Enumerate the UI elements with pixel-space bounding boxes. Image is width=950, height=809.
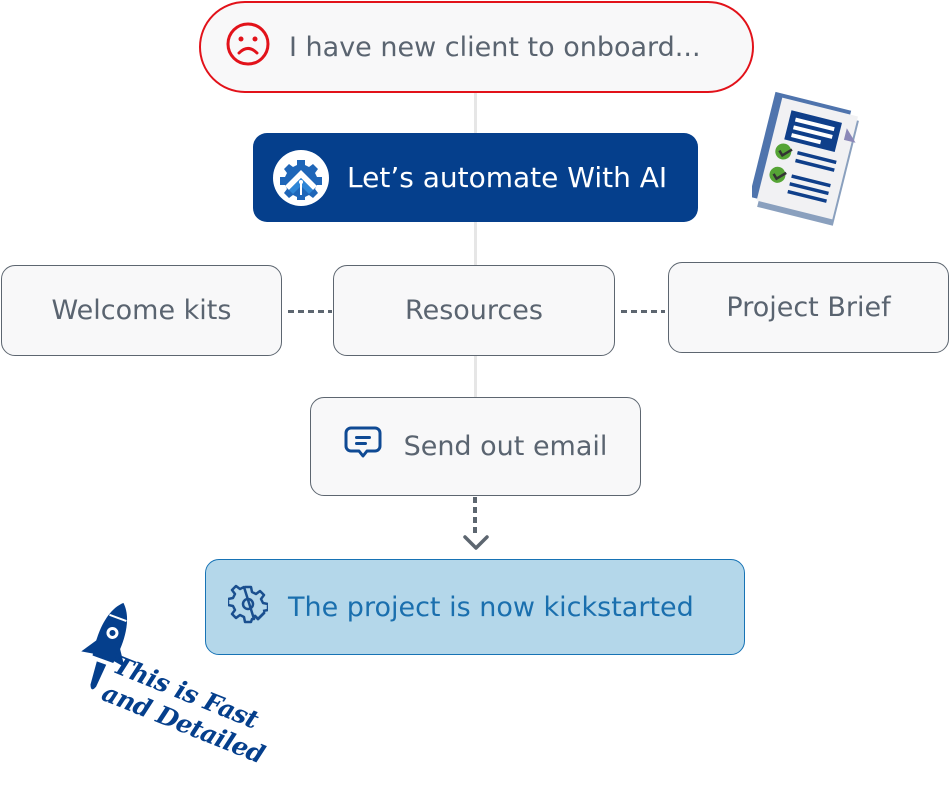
problem-node: I have new client to onboard...: [199, 1, 754, 93]
ai-gear-logo-icon: [273, 149, 329, 206]
connector-line-ai-to-resources: [474, 222, 477, 266]
project-brief-node[interactable]: Project Brief: [668, 262, 949, 353]
gear-check-icon: [226, 584, 270, 631]
sad-face-icon: [225, 21, 271, 74]
welcome-kits-node[interactable]: Welcome kits: [1, 265, 282, 356]
send-email-node[interactable]: Send out email: [310, 397, 641, 496]
chat-message-icon: [344, 425, 382, 468]
resources-node[interactable]: Resources: [333, 265, 615, 356]
project-brief-text: Project Brief: [726, 292, 891, 323]
connector-line-resources-to-email: [474, 356, 477, 397]
rocket-icon: [76, 598, 138, 702]
project-kickstarted-node: The project is now kickstarted: [205, 559, 745, 655]
arrow-down-icon: [462, 534, 490, 556]
checklist-document-icon: [749, 90, 867, 234]
problem-text: I have new client to onboard...: [289, 31, 701, 63]
dotted-connector-right: [621, 310, 665, 313]
send-email-text: Send out email: [403, 431, 608, 462]
dotted-arrow-line: [473, 497, 477, 535]
tagline-text: This is Fast and Detailed: [98, 650, 280, 770]
dotted-connector-left: [288, 310, 332, 313]
welcome-kits-text: Welcome kits: [51, 295, 232, 326]
resources-text: Resources: [405, 295, 543, 326]
connector-line-problem-to-ai: [474, 93, 477, 133]
automate-with-ai-node[interactable]: Let’s automate With AI: [253, 133, 698, 222]
project-kickstarted-text: The project is now kickstarted: [288, 591, 694, 623]
automate-with-ai-text: Let’s automate With AI: [347, 161, 668, 194]
